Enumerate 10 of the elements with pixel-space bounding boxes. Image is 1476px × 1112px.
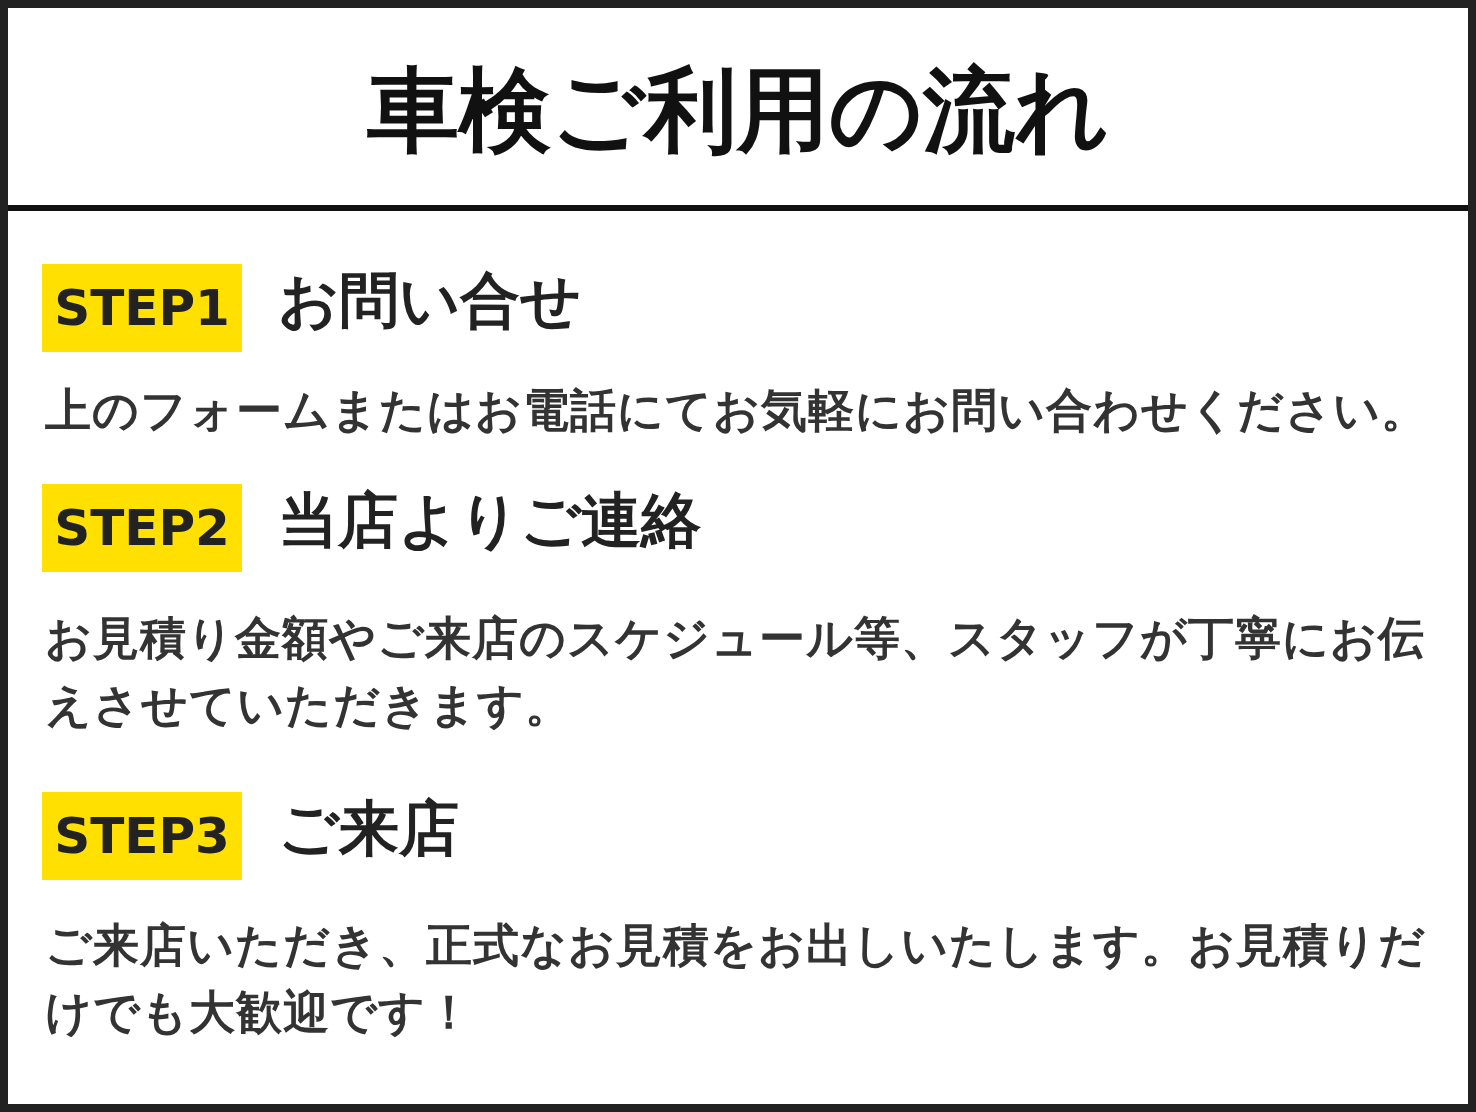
step-description: ご来店いただき、正式なお見積をお出しいたします。お見積りだけでも大歓迎です！	[45, 917, 1427, 1041]
step-description: お見積り金額やご来店のスケジュール等、スタッフが丁寧にお伝えさせていただきます。	[45, 610, 1426, 734]
step-heading: ご来店	[278, 792, 459, 865]
step-badge: STEP2	[42, 484, 242, 572]
step-heading: お問い合せ	[278, 264, 581, 337]
step-badge: STEP1	[42, 264, 242, 352]
step-description: 上のフォームまたはお電話にてお気軽にお問い合わせください。	[45, 382, 1429, 439]
step-badge: STEP3	[42, 792, 242, 880]
step-heading: 当店よりご連絡	[278, 484, 701, 557]
title: 車検ご利用の流れ	[366, 56, 1110, 166]
